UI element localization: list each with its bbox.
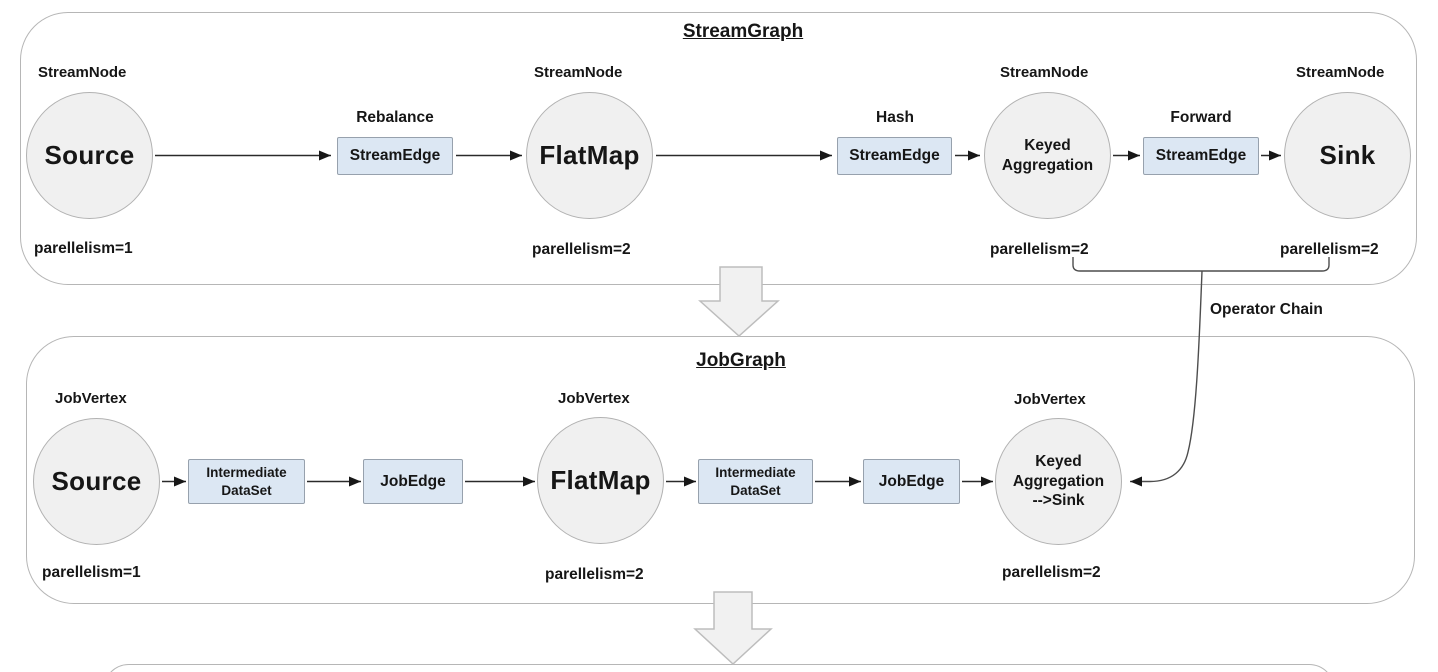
- stream-node-source: Source: [26, 92, 153, 219]
- jobgraph-title: JobGraph: [696, 350, 786, 371]
- job-vertex-source-label: Source: [51, 466, 142, 496]
- intermediate-dataset-box-1: Intermediate DataSet: [188, 459, 305, 504]
- job-edge-2-label: JobEdge: [878, 472, 945, 490]
- stream-edge-box-forward-label: StreamEdge: [1155, 147, 1247, 164]
- stream-edge-box-rebalance: StreamEdge: [337, 137, 453, 175]
- stream-node-sink: Sink: [1284, 92, 1411, 219]
- job-vertex-flatmap: FlatMap: [537, 417, 664, 544]
- down-arrow-jobgraph-to-next: [693, 591, 773, 666]
- streamnode-label-sink: StreamNode: [1296, 64, 1385, 81]
- parallelism-label-stream-sink: parellelism=2: [1280, 241, 1379, 258]
- partition-label-forward: Forward: [1170, 109, 1232, 126]
- stream-node-sink-label: Sink: [1319, 140, 1376, 170]
- intermediate-dataset-2-line2: DataSet: [730, 482, 781, 498]
- stream-node-source-label: Source: [44, 140, 135, 170]
- intermediate-dataset-box-2: Intermediate DataSet: [698, 459, 813, 504]
- job-vertex-keyedaggsink-label-line3: -->Sink: [1032, 492, 1085, 510]
- stream-edge-box-hash-label: StreamEdge: [849, 147, 940, 164]
- parallelism-label-stream-keyedagg: parellelism=2: [990, 241, 1089, 258]
- parallelism-label-job-source: parellelism=1: [42, 564, 141, 581]
- jobvertex-label-flatmap: JobVertex: [558, 390, 630, 407]
- job-edge-box-2: JobEdge: [863, 459, 960, 504]
- stream-node-keyed-aggregation: Keyed Aggregation: [984, 92, 1111, 219]
- stream-node-keyedagg-label-line2: Aggregation: [1001, 156, 1094, 174]
- job-vertex-keyedaggsink-label-line1: Keyed: [1035, 453, 1082, 471]
- operator-chain-label: Operator Chain: [1210, 301, 1323, 318]
- job-edge-box-1: JobEdge: [363, 459, 463, 504]
- stream-node-keyedagg-label-line1: Keyed: [1024, 137, 1071, 155]
- parallelism-label-job-keyedaggsink: parellelism=2: [1002, 564, 1101, 581]
- parallelism-label-stream-flatmap: parellelism=2: [532, 241, 631, 258]
- down-arrow-streamgraph-to-jobgraph: [698, 266, 780, 338]
- stream-edge-box-rebalance-label: StreamEdge: [349, 147, 441, 164]
- stream-edge-box-forward: StreamEdge: [1143, 137, 1259, 175]
- streamnode-label-keyedagg: StreamNode: [1000, 64, 1089, 81]
- operator-chain-connector: [1130, 270, 1203, 487]
- streamgraph-title: StreamGraph: [682, 21, 804, 42]
- parallelism-label-job-flatmap: parellelism=2: [545, 566, 644, 583]
- stream-node-flatmap-label: FlatMap: [539, 140, 640, 170]
- job-vertex-keyed-aggregation-sink: Keyed Aggregation -->Sink: [995, 418, 1122, 545]
- partition-label-rebalance: Rebalance: [356, 109, 434, 126]
- partition-label-hash: Hash: [876, 109, 914, 126]
- jobvertex-label-source: JobVertex: [55, 390, 127, 407]
- job-edge-1-label: JobEdge: [380, 472, 446, 490]
- parallelism-label-stream-source: parellelism=1: [34, 240, 133, 257]
- stream-edge-box-hash: StreamEdge: [837, 137, 952, 175]
- intermediate-dataset-2-line1: Intermediate: [715, 464, 796, 480]
- intermediate-dataset-1-line2: DataSet: [221, 482, 272, 498]
- job-vertex-source: Source: [33, 418, 160, 545]
- jobvertex-label-keyedaggsink: JobVertex: [1014, 391, 1086, 408]
- operator-chain-bracket: [1072, 257, 1330, 272]
- job-vertex-keyedaggsink-label-line2: Aggregation: [1012, 472, 1105, 490]
- stream-node-flatmap: FlatMap: [526, 92, 653, 219]
- intermediate-dataset-1-line1: Intermediate: [206, 464, 287, 480]
- job-vertex-flatmap-label: FlatMap: [550, 465, 651, 495]
- streamnode-label-source: StreamNode: [38, 64, 127, 81]
- streamnode-label-flatmap: StreamNode: [534, 64, 623, 81]
